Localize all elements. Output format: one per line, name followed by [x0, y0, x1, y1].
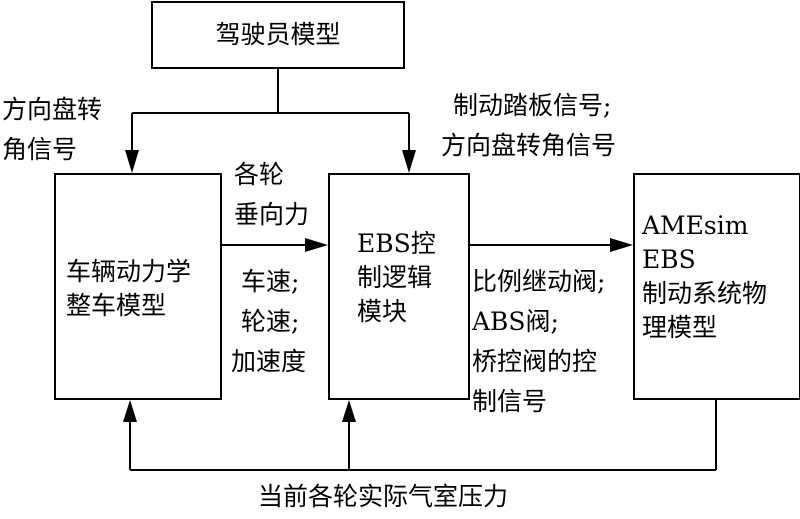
vehicle-label-line-1: 车辆动力学: [66, 257, 192, 286]
wheel-speed-line: 轮速;: [241, 307, 300, 336]
amesim-ebs-block: AMEsim EBS 制动系统物 理模型: [633, 173, 800, 400]
vertical-force-line-1: 各轮: [234, 160, 285, 189]
brake-pedal-signal-line: 制动踏板信号;: [453, 91, 612, 120]
valve-controls-label: 比例继动阀; ABS阀; 桥控阀的控 制信号: [472, 262, 605, 422]
relay-valve-line: 比例继动阀;: [472, 267, 606, 296]
arrowhead-feedback-to-ebs: [342, 400, 356, 422]
driver-model-label: 驾驶员模型: [215, 20, 341, 49]
vertical-force-line-2: 垂向力: [234, 200, 310, 229]
ebs-label-line-2: 制逻辑: [357, 263, 433, 292]
amesim-label-line-1: AMEsim: [642, 211, 749, 240]
arrowhead-ebs-to-amesim: [610, 238, 633, 252]
speeds-label: 车速; 轮速; 加速度: [231, 262, 306, 382]
abs-valve-line: ABS阀;: [472, 307, 559, 336]
amesim-label-line-2: EBS: [642, 245, 696, 274]
chamber-pressure-label: 当前各轮实际气室压力: [258, 480, 508, 514]
ebs-logic-block: EBS控 制逻辑 模块: [328, 173, 470, 400]
arrowhead-driver-to-vehicle: [125, 150, 139, 173]
steering-signal-label: 方向盘转 角信号: [2, 90, 102, 170]
driver-model-block: 驾驶员模型: [151, 1, 405, 69]
vehicle-speed-line: 车速;: [241, 267, 300, 296]
arrowhead-vehicle-to-ebs: [305, 238, 328, 252]
arrowhead-driver-to-ebs: [402, 150, 416, 173]
axle-valve-line-1: 桥控阀的控: [472, 347, 598, 376]
steering-signal-line-1: 方向盘转: [2, 95, 103, 124]
axle-valve-line-2: 制信号: [472, 387, 548, 416]
steering-angle-signal-line: 方向盘转角信号: [441, 131, 617, 160]
vehicle-dynamics-block: 车辆动力学 整车模型: [54, 173, 222, 400]
vertical-force-label: 各轮 垂向力: [234, 155, 309, 235]
ebs-label-line-1: EBS控: [357, 229, 436, 258]
chamber-pressure-text: 当前各轮实际气室压力: [258, 482, 509, 511]
driver-to-ebs-label: 制动踏板信号; 方向盘转角信号: [441, 86, 616, 166]
arrowhead-feedback-to-vehicle: [123, 400, 137, 422]
ebs-label-line-3: 模块: [357, 297, 408, 326]
steering-signal-line-2: 角信号: [2, 135, 78, 164]
amesim-label-line-4: 理模型: [642, 313, 718, 342]
amesim-label-line-3: 制动系统物: [642, 279, 768, 308]
acceleration-line: 加速度: [231, 347, 307, 376]
vehicle-label-line-2: 整车模型: [66, 291, 167, 320]
